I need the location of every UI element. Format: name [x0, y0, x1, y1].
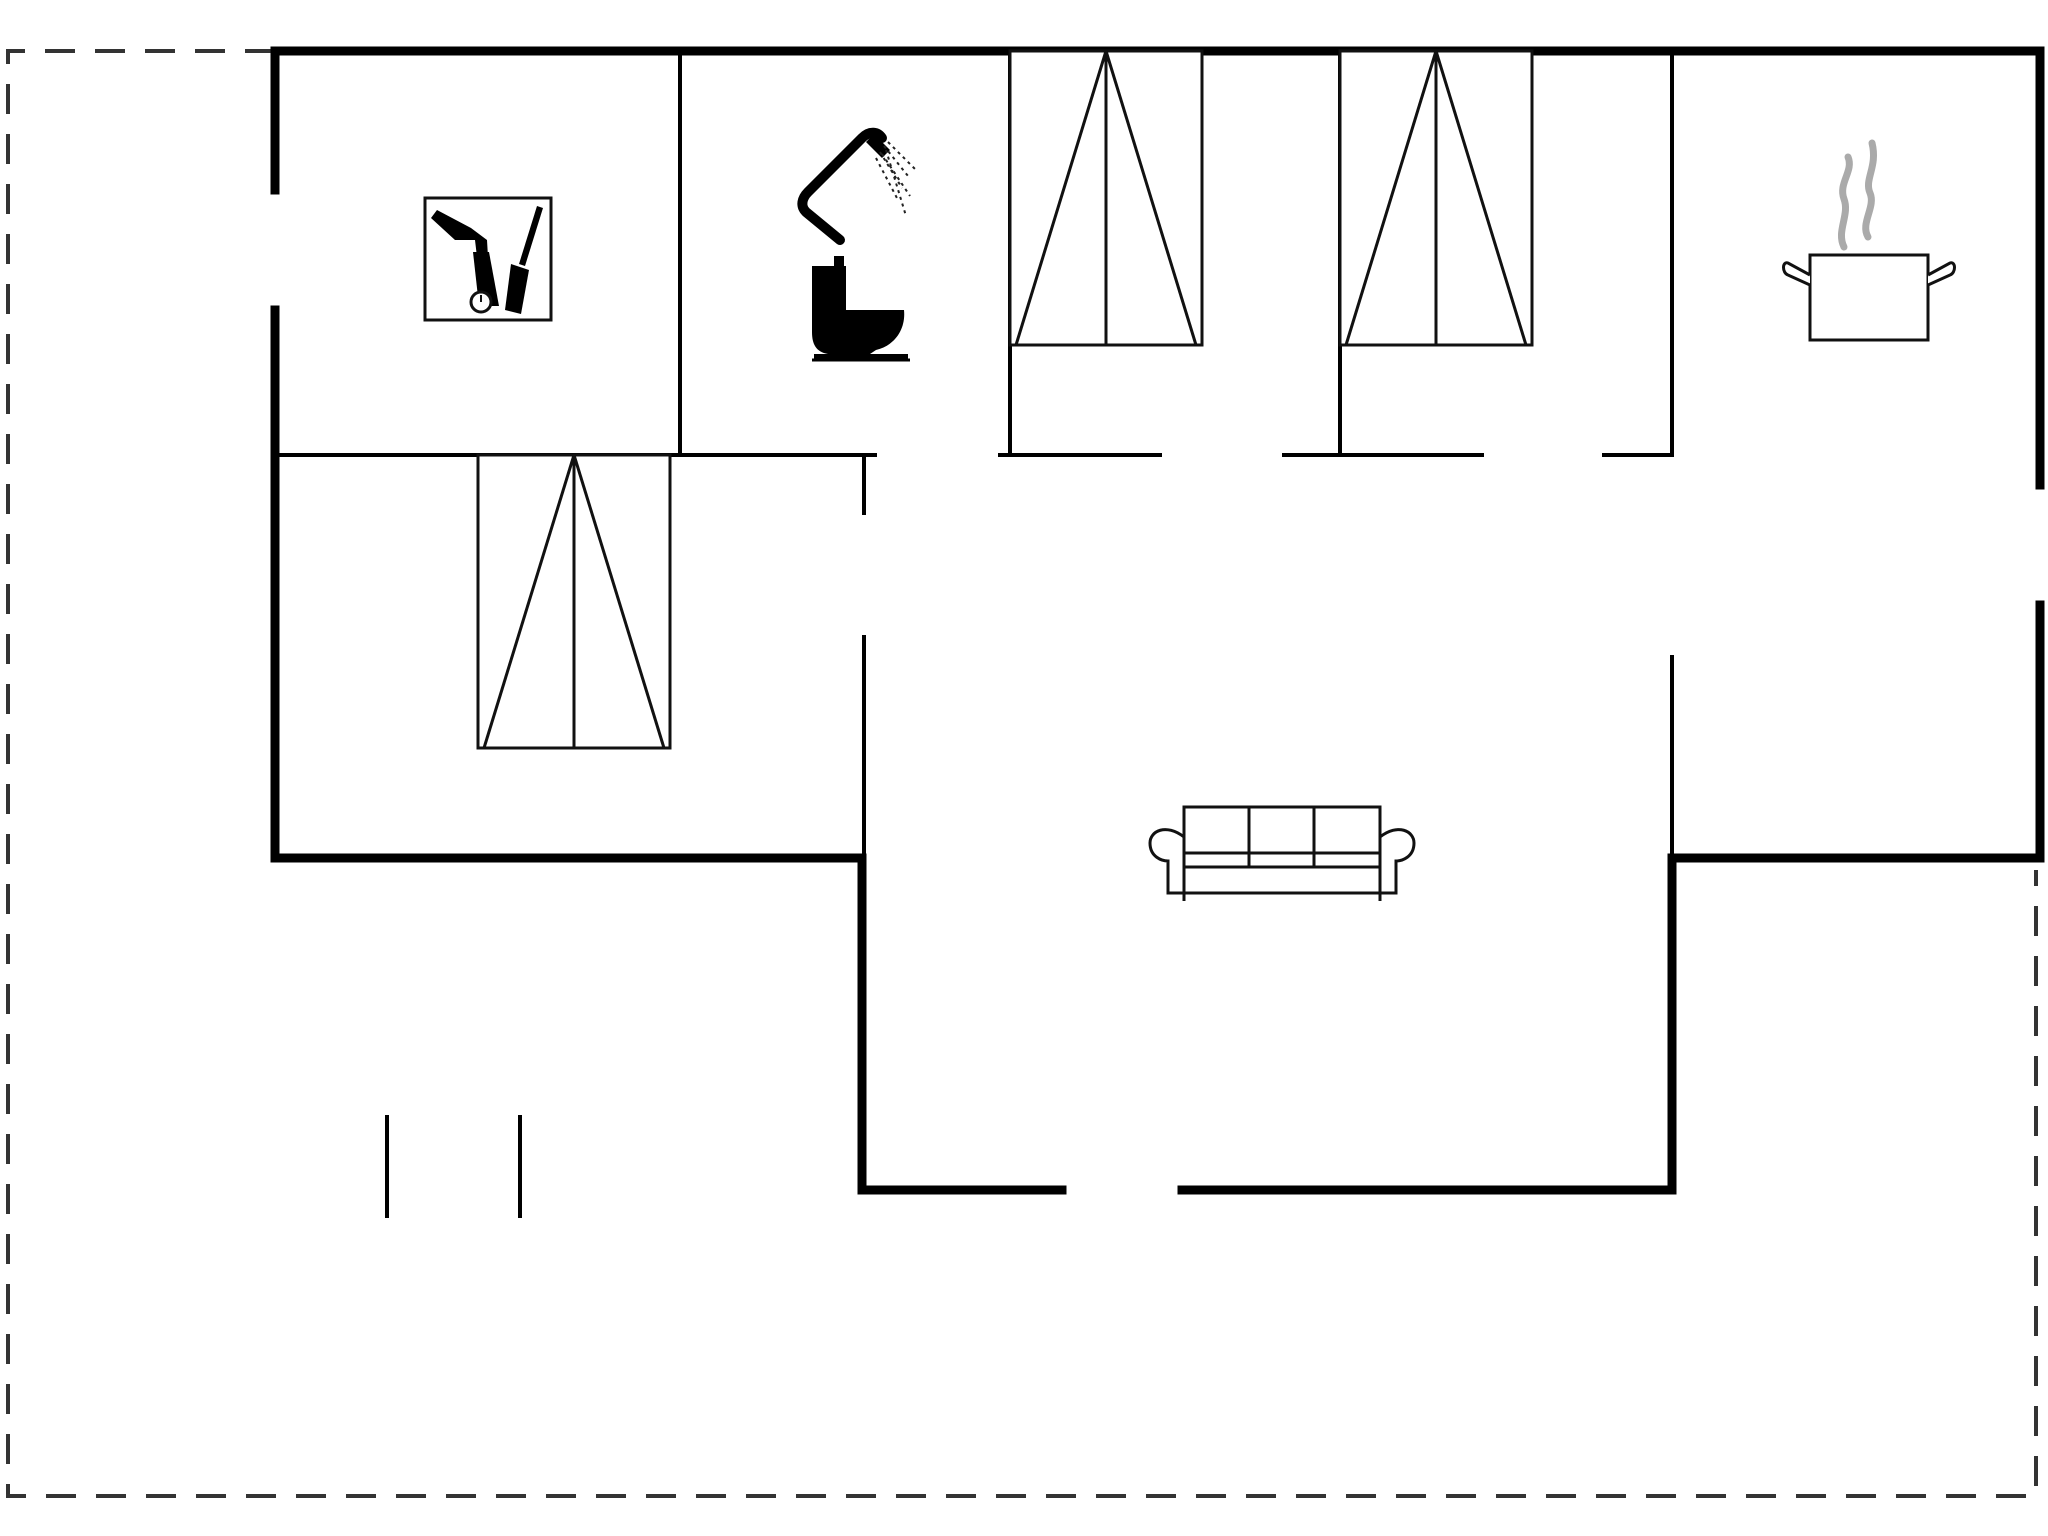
shower-icon — [797, 127, 917, 245]
interior-walls — [275, 51, 1674, 1218]
sofa-icon — [1148, 805, 1416, 901]
utility-cleaning-icon — [423, 196, 553, 322]
bed-icon — [1338, 49, 1534, 347]
bed-icon — [476, 453, 672, 750]
plot-outline — [6, 49, 2038, 1498]
cooking-pot-icon — [1782, 139, 1956, 342]
bed-icon — [1008, 49, 1204, 347]
toilet-icon — [812, 256, 910, 362]
